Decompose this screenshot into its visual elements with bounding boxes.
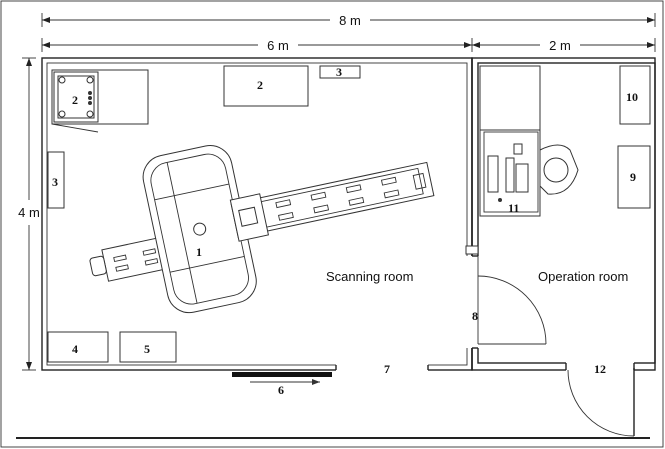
label-4: 4 [72, 342, 78, 356]
walls [41, 57, 656, 374]
item-9-cabinet [617, 145, 651, 209]
label-3-left: 3 [52, 175, 58, 189]
label-2-cabinet: 2 [257, 78, 263, 92]
height-label: 4 m [18, 205, 40, 220]
label-3-top: 3 [336, 65, 342, 79]
dimension-op-width: 2 m [472, 38, 656, 53]
sliding-door-6 [232, 372, 332, 385]
label-1: 1 [196, 245, 202, 259]
operation-room-label: Operation room [538, 269, 628, 284]
scanner-gantry [89, 145, 435, 314]
door-8 [477, 256, 547, 345]
scanning-room-label: Scanning room [326, 269, 413, 284]
dimension-total-width: 8 m [41, 13, 656, 28]
label-10: 10 [626, 90, 638, 104]
label-6: 6 [278, 383, 284, 397]
label-11: 11 [508, 201, 519, 215]
item-5-desk [119, 331, 177, 363]
label-2-left: 2 [72, 93, 78, 107]
item-2-top-left [51, 69, 149, 133]
label-8: 8 [472, 309, 478, 323]
label-7: 7 [384, 362, 390, 376]
item-4-desk [47, 331, 109, 363]
scan-width-label: 6 m [267, 38, 289, 53]
partition-post [465, 245, 479, 255]
dimension-height: 4 m [18, 57, 40, 371]
item-2-cabinet [223, 65, 309, 107]
label-9: 9 [630, 170, 636, 184]
label-5: 5 [144, 342, 150, 356]
door-12 [567, 368, 635, 437]
dimension-scan-width: 6 m [41, 38, 473, 53]
item-3-top [319, 65, 361, 79]
item-10-cabinet [619, 65, 651, 125]
item-3-left [47, 151, 65, 209]
item-11-console [479, 65, 579, 217]
op-width-label: 2 m [549, 38, 571, 53]
label-12: 12 [594, 362, 606, 376]
total-width-label: 8 m [339, 13, 361, 28]
